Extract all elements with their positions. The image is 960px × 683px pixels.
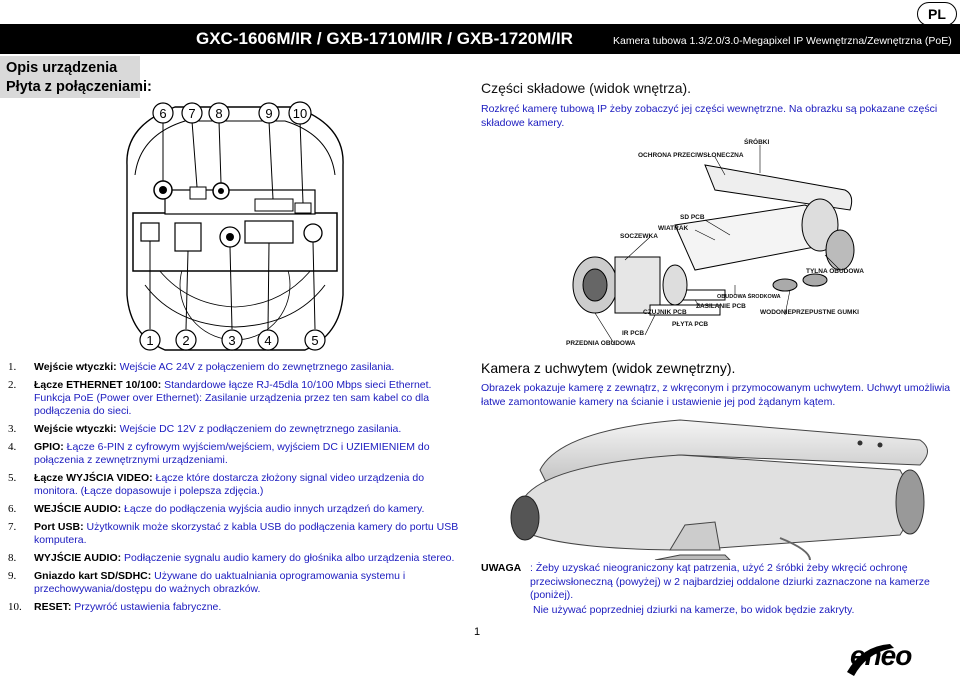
sidebar-box: Opis urządzenia Płyta z połączeniami: — [0, 56, 152, 98]
list-item: 6.WEJŚCIE AUDIO: Łącze do podłączenia wy… — [8, 503, 425, 515]
list-item: 8.WYJŚCIE AUDIO: Podłączenie sygnalu aud… — [8, 552, 455, 564]
brand-logo-text: eneo — [850, 640, 912, 671]
exploded-camera-diagram — [572, 145, 855, 345]
board-number: 5 — [311, 333, 318, 348]
page-subtitle: Kamera tubowa 1.3/2.0/3.0-Megapixel IP W… — [613, 35, 952, 47]
board-number: 2 — [182, 333, 189, 348]
page-number: 1 — [474, 626, 481, 638]
warning-label: UWAGA — [481, 562, 522, 574]
board-number: 8 — [215, 106, 222, 121]
part-label: OBUDOWA ŚRODKOWA — [717, 294, 781, 300]
part-label: CZUJNIK PCB — [643, 309, 687, 316]
part-label: ŚRÓBKI — [744, 139, 770, 146]
board-number: 10 — [293, 106, 307, 121]
part-label: SOCZEWKA — [620, 233, 658, 240]
connection-board-diagram: 6 7 8 9 10 1 2 3 4 5 — [126, 101, 344, 351]
header-bar: GXC-1606M/IR / GXB-1710M/IR / GXB-1720M/… — [0, 24, 960, 54]
outer-view-heading: Kamera z uchwytem (widok zewnętrzny). — [481, 360, 736, 376]
warning-text: : Żeby uzyskać nieograniczony kąt patrze… — [530, 562, 930, 601]
warning-note: Nie używać poprzedniej dziurki na kamerz… — [533, 604, 855, 616]
part-label: PŁYTA PCB — [672, 321, 709, 328]
sidebar-subtitle: Płyta z połączeniami: — [6, 79, 152, 95]
list-item: 10.RESET: Przywróć ustawienia fabryczne. — [8, 601, 222, 613]
sidebar-title: Opis urządzenia — [6, 60, 118, 76]
part-label: IR PCB — [622, 330, 645, 337]
list-item: 2.Łącze ETHERNET 10/100: Standardowe łąc… — [8, 379, 432, 417]
board-number: 3 — [228, 333, 235, 348]
list-item: 4.GPIO: Łącze 6-PIN z cyfrowym wyjściem/… — [8, 441, 430, 466]
list-item: 5.Łącze WYJŚCIA VIDEO: Łącze które dosta… — [8, 472, 425, 497]
board-number: 7 — [188, 106, 195, 121]
inner-view-heading: Części składowe (widok wnętrza). — [481, 80, 692, 96]
list-item: 1.Wejście wtyczki: Wejście AC 24V z połą… — [8, 361, 395, 373]
part-label: WODONIEPRZEPUSTNE GUMKI — [760, 309, 859, 316]
part-label: SD PCB — [680, 214, 705, 221]
list-item: 7.Port USB: Użytkownik może skorzystać z… — [8, 521, 459, 546]
connector-list: 1.Wejście wtyczki: Wejście AC 24V z połą… — [8, 361, 460, 619]
part-label: WIATRAK — [658, 225, 689, 232]
part-label: ZASILANIE PCB — [696, 303, 746, 310]
list-item: 3.Wejście wtyczki: Wejście DC 12V z podł… — [8, 423, 402, 435]
eneo-logo — [847, 644, 894, 676]
board-number: 4 — [264, 333, 271, 348]
board-number: 9 — [265, 106, 272, 121]
language-badge: PL — [917, 2, 957, 26]
page-title: GXC-1606M/IR / GXB-1710M/IR / GXB-1720M/… — [196, 29, 573, 48]
outer-view-description: Obrazek pokazuje kamerę z zewnątrz, z wk… — [481, 382, 951, 408]
part-label: PRZEDNIA OBUDOWA — [566, 340, 636, 347]
inner-view-description: Rozkręć kamerę tubową IP żeby zobaczyć j… — [481, 103, 938, 129]
camera-with-bracket-illustration — [510, 419, 928, 560]
list-item: 9.Gniazdo kart SD/SDHC: Używane do uaktu… — [8, 570, 406, 595]
part-label: OCHRONA PRZECIWSŁONECZNA — [638, 152, 744, 159]
part-label: TYLNA OBUDOWA — [806, 268, 864, 275]
board-number: 6 — [159, 106, 166, 121]
board-number: 1 — [146, 333, 153, 348]
